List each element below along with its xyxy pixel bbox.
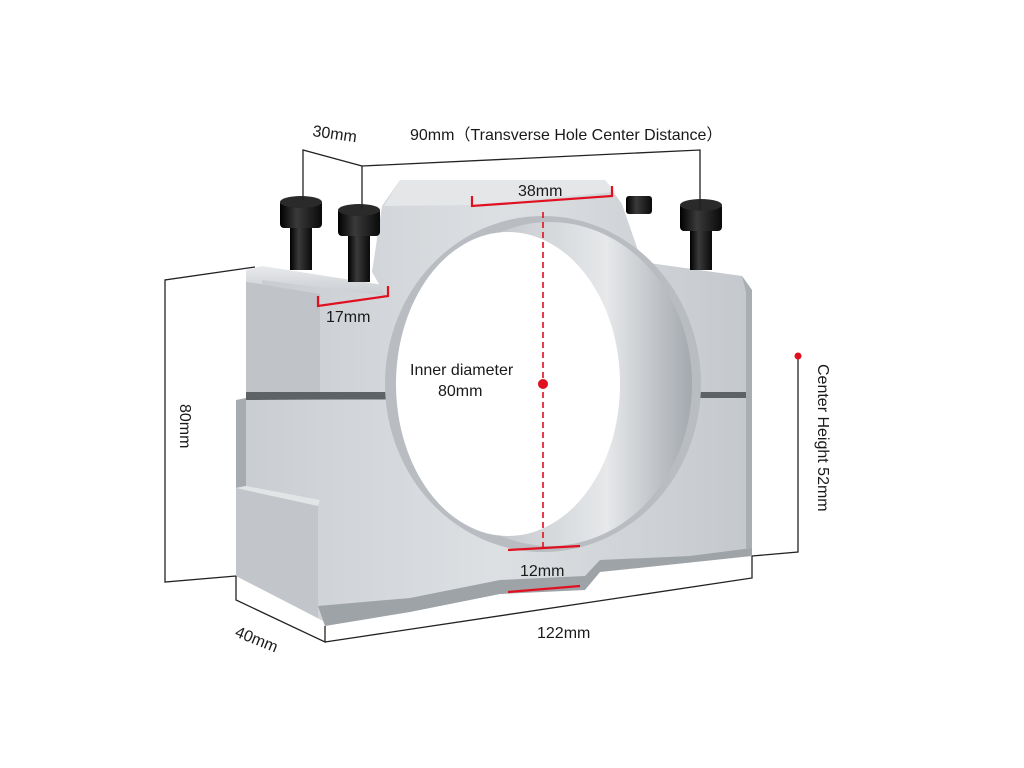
red-measurement-marks [316,186,802,594]
label-hole-distance: 90mm（Transverse Hole Center Distance） [410,126,722,144]
bolt-front-center [338,204,380,282]
bolt-right [680,199,722,270]
label-inner-diameter: Inner diameter [410,362,514,379]
bolt-back-center [626,196,652,214]
clamp-body [236,180,752,626]
label-inner-diameter-value: 80mm [438,383,482,400]
clamp-left-side-lower [236,398,246,488]
label-height: 80mm [176,404,193,448]
left-lower-ledge [236,486,320,506]
label-ear-width: 17mm [326,309,370,326]
base-bottom-face [318,548,752,626]
left-ear-front [246,282,320,392]
left-lower-shoulder [236,488,318,618]
label-center-height: Center Height 52mm [814,364,831,512]
bolt-front-left [280,196,322,270]
label-top-flat: 38mm [518,183,562,200]
label-bottom-gap: 12mm [520,563,564,580]
dimension-lines [164,149,799,644]
label-width: 122mm [537,625,590,642]
left-ear-top [246,266,390,298]
bore-back-opening [396,232,620,536]
clamp-right-edge [742,276,752,550]
center-height-dot [794,352,802,360]
label-bolt-spacing: 30mm [311,123,357,146]
center-dot [538,379,548,389]
top-bevel [384,180,615,206]
label-depth: 40mm [233,624,281,656]
